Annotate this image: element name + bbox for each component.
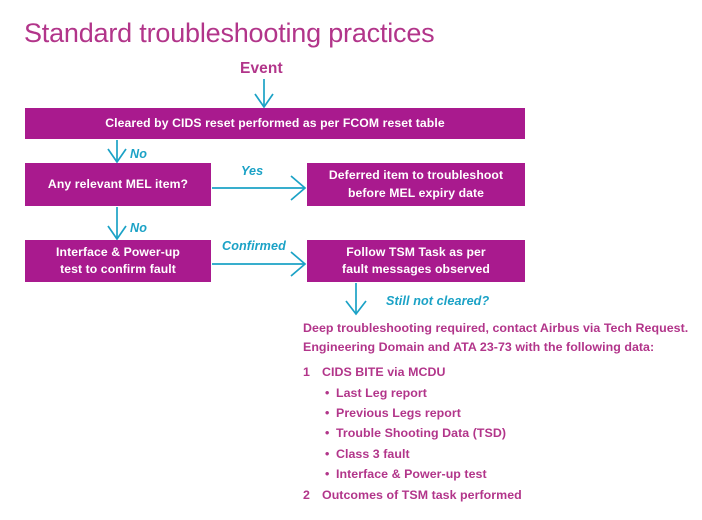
- node-cids-reset[interactable]: Cleared by CIDS reset performed as per F…: [25, 108, 525, 139]
- bullet-text: Last Leg report: [336, 385, 427, 400]
- list-item: • Class 3 fault: [303, 445, 699, 464]
- bullet-text: Trouble Shooting Data (TSD): [336, 426, 506, 441]
- edge-label-no-reset-to-mel: No: [130, 147, 147, 161]
- notes-paragraph: Deep troubleshooting required, contact A…: [303, 319, 699, 357]
- edge-label-no-mel-to-interface: No: [130, 221, 147, 235]
- bullet-text: Class 3 fault: [336, 446, 410, 461]
- list-item: • Interface & Power-up test: [303, 465, 699, 484]
- numbered-item-2: 2 Outcomes of TSM task performed: [303, 486, 699, 505]
- node-follow-tsm-task-label: Follow TSM Task as per fault messages ob…: [342, 244, 490, 279]
- bullet-dot-icon: •: [325, 426, 330, 441]
- bullet-text: Previous Legs report: [336, 405, 461, 420]
- arrowhead-tsm-to-notes: [345, 300, 367, 316]
- arrowhead-interface-to-tsm: [290, 251, 307, 277]
- notes-block: Deep troubleshooting required, contact A…: [303, 319, 699, 505]
- arrowhead-mel-to-deferred: [290, 175, 307, 201]
- arrowhead-reset-to-mel: [107, 148, 127, 164]
- bullet-dot-icon: •: [325, 466, 330, 481]
- page-title: Standard troubleshooting practices: [24, 18, 435, 48]
- node-deferred-item-label: Deferred item to troubleshoot before MEL…: [329, 167, 503, 202]
- notes-paragraph-line-1: Deep troubleshooting required, contact A…: [303, 321, 689, 335]
- arrowhead-mel-to-interface: [107, 225, 127, 241]
- node-interface-powerup-test-label: Interface & Power-up test to confirm fau…: [56, 244, 180, 279]
- numbered-item-1-text: CIDS BITE via MCDU: [322, 364, 446, 379]
- node-cids-reset-label: Cleared by CIDS reset performed as per F…: [105, 115, 445, 130]
- bullet-dot-icon: •: [325, 385, 330, 400]
- numbered-item-2-number: 2: [303, 487, 310, 502]
- tsm-line-1: Follow TSM Task as per: [346, 244, 486, 259]
- node-interface-powerup-test[interactable]: Interface & Power-up test to confirm fau…: [25, 240, 211, 282]
- edge-label-confirmed-interface-to-tsm: Confirmed: [222, 239, 286, 253]
- edge-label-still-not-cleared: Still not cleared?: [386, 294, 490, 308]
- node-follow-tsm-task[interactable]: Follow TSM Task as per fault messages ob…: [307, 240, 525, 282]
- tsm-line-2: fault messages observed: [342, 262, 490, 276]
- deferred-line-2: before MEL expiry date: [347, 185, 485, 200]
- numbered-item-2-text: Outcomes of TSM task performed: [322, 487, 522, 502]
- list-item: • Trouble Shooting Data (TSD): [303, 424, 699, 443]
- bullet-text: Interface & Power-up test: [336, 466, 487, 481]
- numbered-item-1: 1 CIDS BITE via MCDU: [303, 363, 699, 382]
- list-item: • Previous Legs report: [303, 404, 699, 423]
- event-entry-label: Event: [240, 60, 283, 77]
- numbered-item-1-number: 1: [303, 364, 310, 379]
- node-deferred-item[interactable]: Deferred item to troubleshoot before MEL…: [307, 163, 525, 206]
- notes-paragraph-line-2: Engineering Domain and ATA 23-73 with th…: [303, 339, 655, 354]
- edge-label-yes-mel-to-deferred: Yes: [241, 164, 264, 178]
- arrowhead-event-to-reset: [254, 93, 274, 109]
- node-mel-question[interactable]: Any relevant MEL item?: [25, 163, 211, 206]
- bullet-dot-icon: •: [325, 405, 330, 420]
- bullet-dot-icon: •: [325, 446, 330, 461]
- list-item: • Last Leg report: [303, 384, 699, 403]
- deferred-line-1: Deferred item to troubleshoot: [328, 168, 504, 183]
- interface-line-2: test to confirm fault: [60, 262, 176, 276]
- interface-line-1: Interface & Power-up: [56, 244, 180, 259]
- node-mel-question-label: Any relevant MEL item?: [47, 176, 189, 191]
- numbered-item-1-bullets: • Last Leg report • Previous Legs report…: [303, 384, 699, 484]
